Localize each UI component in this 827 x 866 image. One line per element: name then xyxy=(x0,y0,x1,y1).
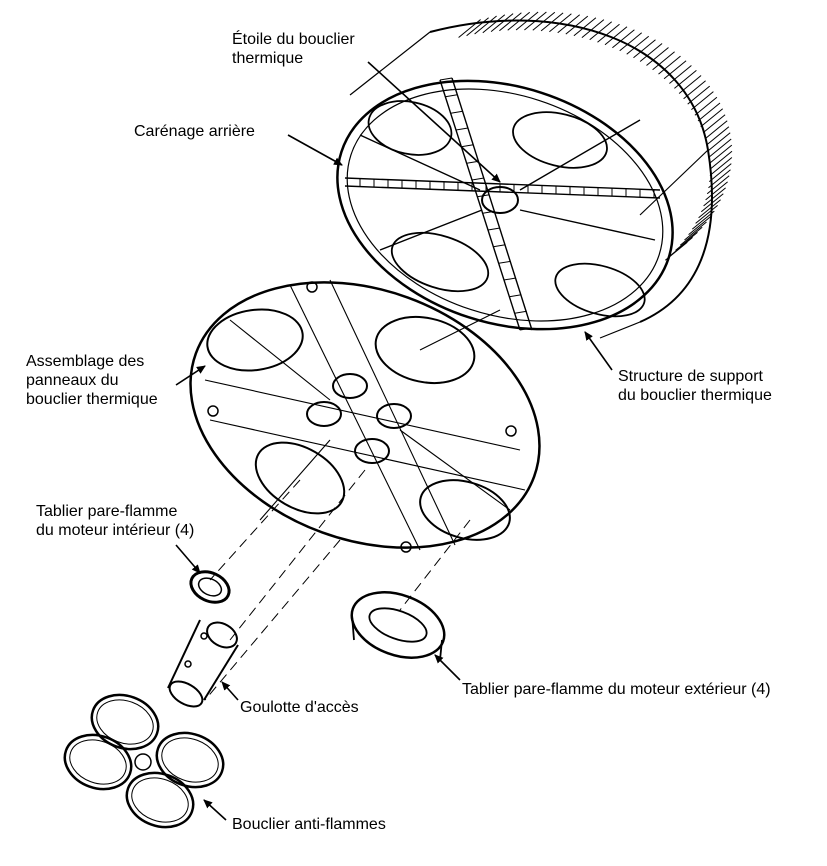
drum-rib xyxy=(466,17,489,37)
drum-rib xyxy=(499,12,522,32)
label-bouclier-anti-flammes: Bouclier anti-flammes xyxy=(232,816,386,833)
drum-rib xyxy=(688,216,711,235)
drum-rib xyxy=(687,85,711,105)
drum-rib xyxy=(557,14,581,34)
drum-rib xyxy=(646,47,669,66)
drum-rib xyxy=(706,126,730,146)
drum-rib xyxy=(708,163,732,182)
drum-rib xyxy=(702,114,726,134)
drum-rib xyxy=(458,19,481,38)
rear-fairing-drum xyxy=(336,11,733,339)
label-tablier-moteur-exterieur: Tablier pare-flamme du moteur extérieur … xyxy=(462,681,771,698)
label-structure-support: Structure de support du bouclier thermiq… xyxy=(618,368,772,404)
drum-rib xyxy=(709,150,733,170)
assembly-guide-lines xyxy=(204,469,471,701)
leader-assemblage xyxy=(175,365,206,386)
drum-rib xyxy=(589,21,613,41)
leader-bouclier-anti xyxy=(203,799,227,821)
drum-rib xyxy=(703,187,726,207)
drum-rib xyxy=(619,32,643,52)
drum-rib xyxy=(691,210,715,230)
leader-etoile xyxy=(367,61,501,183)
drum-rib xyxy=(708,138,732,158)
drum-rib xyxy=(709,144,733,164)
beam-hatch xyxy=(482,210,495,214)
drum-rib xyxy=(674,70,697,89)
drum-rib xyxy=(597,23,620,43)
drum-rib xyxy=(697,102,721,122)
leader-tablier-int xyxy=(175,544,201,574)
beam-hatch xyxy=(514,310,527,314)
flame-shield-rings xyxy=(63,693,225,829)
drum-rib xyxy=(604,26,628,46)
drum-rib xyxy=(507,11,531,31)
drum-rib xyxy=(707,132,731,152)
drum-rib xyxy=(700,193,724,213)
drum-rib xyxy=(658,55,681,75)
beam-hatch xyxy=(455,127,469,131)
drum-rib xyxy=(663,60,687,80)
drum-rib xyxy=(709,157,733,176)
label-etoile-du-bouclier: Étoile du bouclier thermique xyxy=(232,31,355,67)
beam-hatch xyxy=(471,177,485,181)
drum-rib xyxy=(565,15,589,35)
leader-tablier-ext xyxy=(434,654,461,681)
drum-rib xyxy=(679,226,703,246)
drum-rib xyxy=(573,17,597,37)
drum-rib xyxy=(675,232,698,251)
drum-rib xyxy=(691,91,714,110)
beam-hatch xyxy=(477,194,490,198)
leader-carenage xyxy=(287,134,343,166)
beam-hatch xyxy=(487,227,501,231)
drum-rib xyxy=(626,35,650,55)
drum-rib xyxy=(684,221,707,241)
beam-hatch xyxy=(503,277,517,281)
drum-rib xyxy=(639,43,663,62)
drum-rib xyxy=(698,199,721,219)
beam-hatch xyxy=(498,260,511,264)
drum-rib xyxy=(700,108,724,128)
heat-shield-panel-disc xyxy=(189,279,541,553)
drum-rib xyxy=(705,181,728,201)
drum-rib xyxy=(652,51,675,71)
drum-rib xyxy=(694,96,718,116)
drum-rib xyxy=(515,11,539,31)
drum-rib xyxy=(540,12,564,32)
label-assemblage-panneaux: Assemblage des panneaux du bouclier ther… xyxy=(26,353,158,408)
inner-engine-flame-apron xyxy=(189,570,231,604)
access-tunnel xyxy=(167,619,239,708)
drum-rib xyxy=(612,29,635,49)
drum-rib xyxy=(633,39,656,59)
label-tablier-moteur-interieur: Tablier pare-flamme du moteur intérieur … xyxy=(36,503,195,539)
leader-goulotte xyxy=(221,681,239,701)
drum-rib xyxy=(683,80,706,100)
drum-rib xyxy=(532,11,556,31)
beam-hatch xyxy=(445,94,458,98)
drum-rib xyxy=(695,205,718,224)
drum-rib xyxy=(708,169,731,189)
beam-hatch xyxy=(519,327,533,331)
drum-rib xyxy=(678,75,702,94)
drum-rib xyxy=(669,65,692,84)
beam-hatch xyxy=(450,110,463,114)
drum-rib xyxy=(581,19,605,38)
drum-rib xyxy=(704,120,728,140)
label-goulotte-acces: Goulotte d'accès xyxy=(240,699,359,716)
drum-rib xyxy=(490,13,514,32)
drum-rib xyxy=(482,14,506,34)
drum-rib xyxy=(549,13,572,33)
beam-hatch xyxy=(493,244,506,248)
leader-structure xyxy=(584,331,613,371)
drum-rib xyxy=(524,11,547,31)
drum-rib xyxy=(706,175,730,195)
drum-rib xyxy=(474,15,497,35)
beam-hatch xyxy=(461,144,474,148)
beam-hatch xyxy=(509,294,522,298)
label-carenage-arriere: Carénage arrière xyxy=(134,123,255,140)
leader-lines xyxy=(175,61,613,821)
beam-hatch xyxy=(439,77,453,81)
